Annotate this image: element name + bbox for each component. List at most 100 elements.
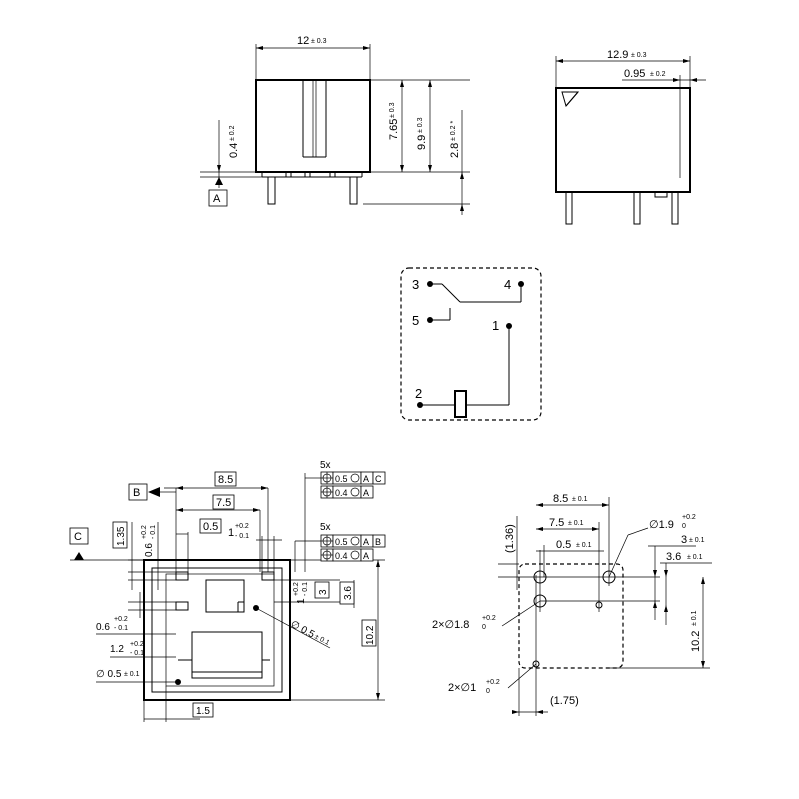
dim-dia-0-5a: ∅ 0.5 xyxy=(96,669,122,680)
coil-symbol xyxy=(454,390,467,418)
pcb-dim-dia-1-9-tol-up: +0.2 xyxy=(682,514,696,521)
fc2-datum-b: B xyxy=(375,537,381,547)
pcb-dim-7-5-tol: ± 0.1 xyxy=(568,520,584,527)
fc1-datum-c: C xyxy=(375,474,382,484)
pin xyxy=(565,191,573,225)
pin-label-5: 5 xyxy=(412,313,419,328)
dim-0-6-tol-dn: - 0.1 xyxy=(150,525,157,539)
dim-1-35: 1.35 xyxy=(116,526,127,546)
dim-3: 3 xyxy=(318,589,329,595)
pin xyxy=(267,176,276,205)
fc1-row2-datum: A xyxy=(363,488,369,498)
dim-1-5: 1.5 xyxy=(196,706,210,717)
front-view: 12 ± 0.3 7.65 ± 0.3 9.9 ± 0.3 2.8 ± 0.2 … xyxy=(200,35,470,215)
pcb-dim-1-75: (1.75) xyxy=(550,695,579,707)
dim-height-a-tol: ± 0.3 xyxy=(389,102,396,118)
pin-pad xyxy=(175,601,189,611)
fc2-tol: 0.5 xyxy=(335,537,348,547)
dim-height-a: 7.65 xyxy=(388,119,400,140)
dim-1: 1 xyxy=(228,527,234,539)
pcb-dim-dia-1-9: ∅1.9 xyxy=(649,519,674,531)
fc2-row2-datum: A xyxy=(363,551,369,561)
bottom-view-outline xyxy=(143,559,291,701)
dim-height-b: 9.9 xyxy=(416,135,428,150)
dim-10-2: 10.2 xyxy=(365,625,376,645)
fc-count-2: 5x xyxy=(320,522,331,533)
fc1-datum-a: A xyxy=(363,474,369,484)
datum-b-label: B xyxy=(133,487,140,499)
pin-pad xyxy=(175,571,189,581)
pin-label-2: 2 xyxy=(415,386,422,401)
dim-0-5: 0.5 xyxy=(203,521,218,533)
pcb-dim-hole-1-8: 2×∅1.8 xyxy=(432,619,469,631)
dim-0-6b-tol-dn: - 0.1 xyxy=(114,625,128,632)
pin-label-1: 1 xyxy=(492,318,499,333)
dim-standoff: 0.4 xyxy=(228,143,240,158)
pcb-dim-0-5-tol: ± 0.1 xyxy=(576,542,592,549)
pcb-layout: 8.5 ± 0.1 7.5 ± 0.1 0.5 ± 0.1 (1.36) ∅1.… xyxy=(432,493,712,716)
pcb-dim-0-5: 0.5 xyxy=(556,539,571,551)
dim-dia-0-5b-tol: ± 0.1 xyxy=(313,633,330,647)
dim-dia-0-5b: ∅ 0.5 xyxy=(289,619,317,641)
dim-length-tol: ± 0.3 xyxy=(631,52,647,59)
dim-offset-tol: ± 0.2 xyxy=(650,71,666,78)
dim-pin-length: 2.8 xyxy=(449,143,461,158)
dim-1b-tol-up: +0.2 xyxy=(293,582,300,596)
dim-dia-0-5a-tol: ± 0.1 xyxy=(124,671,140,678)
dim-0-6b-tol-up: +0.2 xyxy=(114,616,128,623)
pcb-dim-hole-1-tol-dn: 0 xyxy=(486,688,490,695)
pcb-dim-dia-1-9-tol-dn: 0 xyxy=(682,523,686,530)
dim-1-tol-dn: - 0.1 xyxy=(235,533,249,540)
pin-pad xyxy=(261,571,275,581)
side-view: 12.9 ± 0.3 0.95 ± 0.2 xyxy=(555,49,706,225)
pcb-dim-3-6: 3.6 xyxy=(666,551,681,563)
dim-width-tol: ± 0.3 xyxy=(311,38,327,45)
pin xyxy=(349,176,358,205)
dim-height-b-tol: ± 0.3 xyxy=(417,117,424,133)
dim-1-2-tol-up: +0.2 xyxy=(130,641,144,648)
pcb-dim-3-6-tol: ± 0.1 xyxy=(687,554,703,561)
dim-standoff-tol: ± 0.2 xyxy=(229,125,236,141)
dim-offset: 0.95 xyxy=(624,68,645,80)
dim-0-6: 0.6 xyxy=(144,543,155,557)
pcb-dim-hole-1-8-tol-up: +0.2 xyxy=(482,615,496,622)
dim-1-2: 1.2 xyxy=(110,644,124,655)
dim-pin-length-tol: ± 0.2 * xyxy=(450,121,457,141)
fc2-row2-tol: 0.4 xyxy=(335,551,348,561)
dim-3-6: 3.6 xyxy=(343,586,354,600)
dim-7-5: 7.5 xyxy=(216,497,231,509)
fc1-tol: 0.5 xyxy=(335,474,348,484)
dim-1-2-tol-dn: - 0.1 xyxy=(130,650,144,657)
pcb-dim-10-2: 10.2 xyxy=(690,631,702,652)
pcb-dim-8-5-tol: ± 0.1 xyxy=(572,496,588,503)
datum-c-label: C xyxy=(74,531,82,543)
bottom-view: 8.5 7.5 0.5 1 +0.2 - 0.1 B C xyxy=(69,460,386,722)
datum-a-label: A xyxy=(213,193,221,205)
dim-1-tol-up: +0.2 xyxy=(235,523,249,530)
pcb-dim-10-2-tol: ± 0.1 xyxy=(691,610,698,626)
pcb-outline xyxy=(518,563,624,669)
pcb-dim-3: 3 xyxy=(681,534,687,546)
relay-schematic: 3 4 5 1 2 xyxy=(400,267,542,421)
schematic-frame xyxy=(400,267,542,421)
pcb-dim-3-tol: ± 0.1 xyxy=(689,537,705,544)
feature-control-frame-2: 0.5 A B 0.4 A xyxy=(320,534,386,562)
pcb-dim-1-36: (1.36) xyxy=(504,524,516,553)
fc2-datum-a: A xyxy=(363,537,369,547)
pcb-dim-hole-1: 2×∅1 xyxy=(448,682,476,694)
pcb-dim-hole-1-tol-up: +0.2 xyxy=(486,679,500,686)
dim-0-6-tol-up: +0.2 xyxy=(141,525,148,539)
feature-control-frame-1: 0.5 A C 0.4 A xyxy=(320,471,386,499)
fc-count-1: 5x xyxy=(320,460,331,471)
pin-label-3: 3 xyxy=(412,277,419,292)
pin-label-4: 4 xyxy=(504,277,511,292)
dim-1b: 1 xyxy=(296,598,307,604)
dim-1b-tol-dn: - 0.1 xyxy=(302,582,309,596)
dim-8-5: 8.5 xyxy=(218,474,233,486)
pin xyxy=(633,191,641,225)
pin xyxy=(671,191,679,225)
side-view-body xyxy=(555,87,691,193)
pcb-dim-8-5: 8.5 xyxy=(553,493,568,505)
dim-width: 12 xyxy=(297,35,309,47)
